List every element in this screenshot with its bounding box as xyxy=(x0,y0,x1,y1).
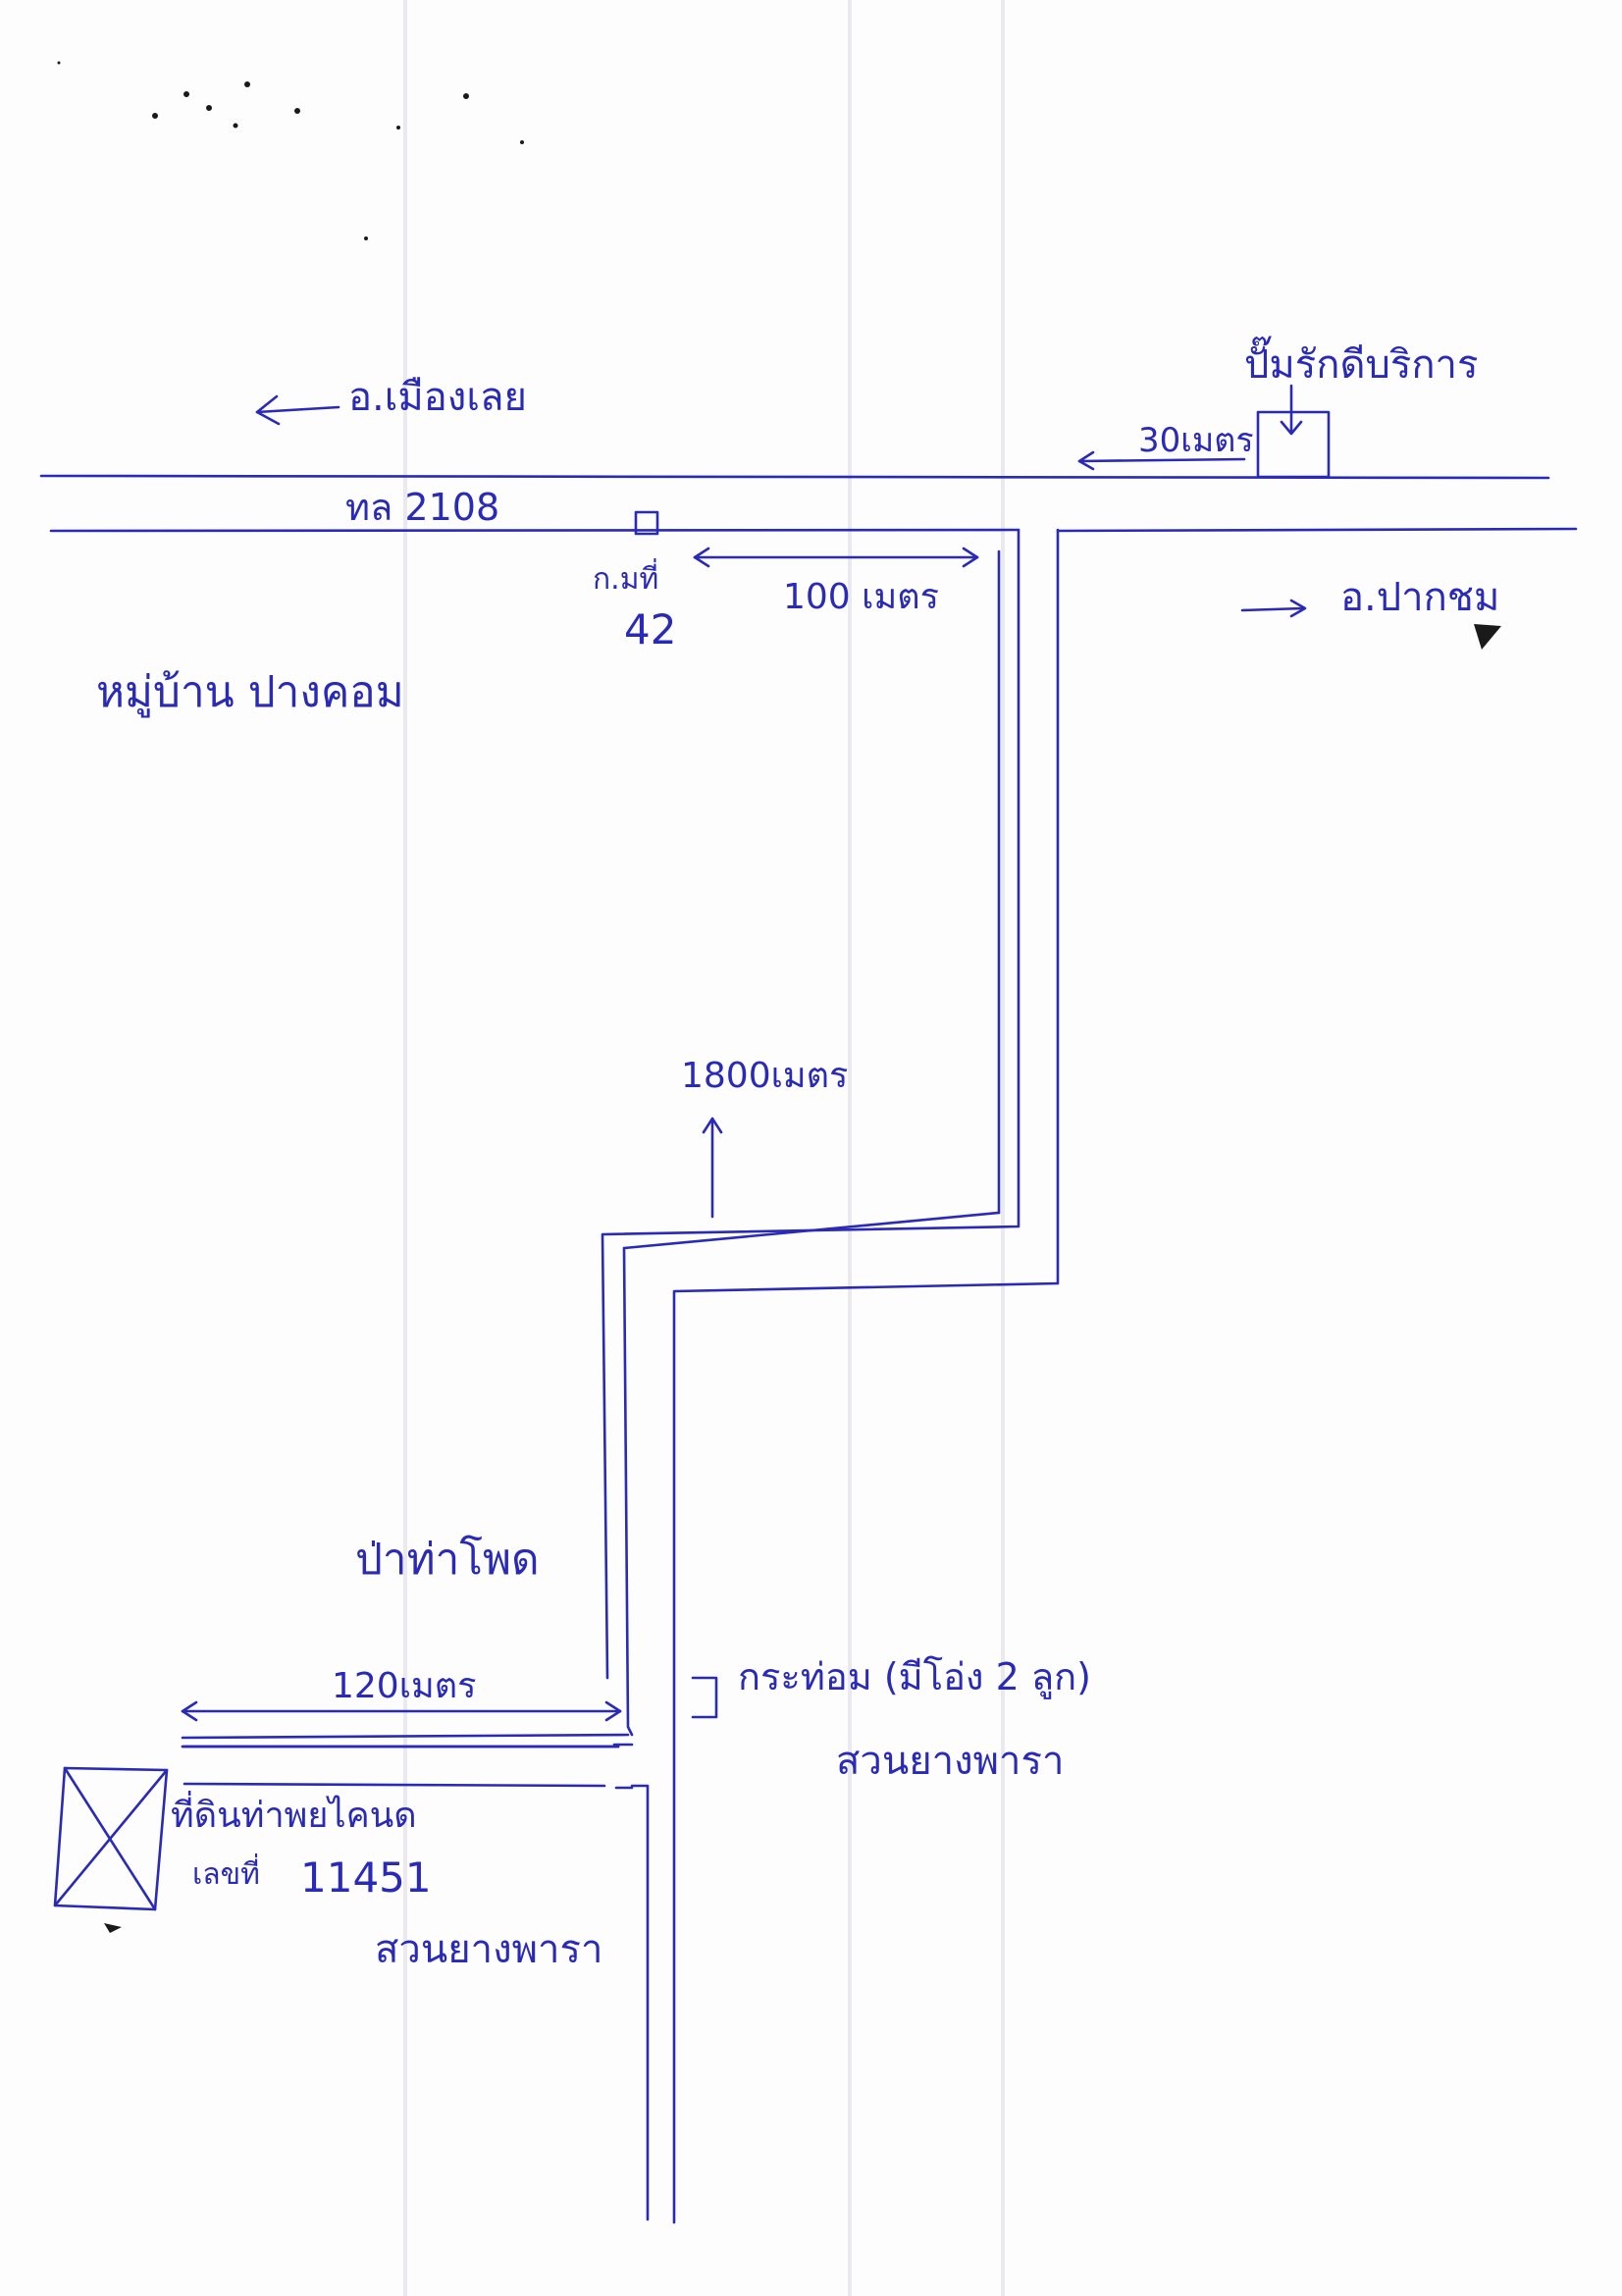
label-rubber-plantation-left: สวนยางพารา xyxy=(375,1927,602,1972)
label-distance-120m: 120เมตร xyxy=(332,1666,476,1706)
arrow-pak-chom xyxy=(1240,606,1305,612)
arrow-muang-loei xyxy=(255,405,340,414)
culvert-mark xyxy=(691,1676,718,1719)
land-plot-marker xyxy=(53,1766,169,1911)
label-to-muang-loei: อ.เมืองเลย xyxy=(348,375,527,420)
label-plot-number-prefix: เลขที่ xyxy=(192,1853,260,1892)
highway-road xyxy=(39,474,1578,533)
km-marker-box xyxy=(634,510,659,536)
side-road xyxy=(181,528,1060,2224)
label-village: หมู่บ้าน ปางคอม xyxy=(96,667,404,718)
label-plot-number: 11451 xyxy=(300,1853,432,1902)
label-land-plot: ที่ดินท่าพยไคนด xyxy=(171,1791,417,1836)
label-distance-1800m: 1800เมตร xyxy=(681,1056,848,1096)
label-km-marker: ก.มที่ xyxy=(593,558,658,597)
label-distance-100m: 100 เมตร xyxy=(783,577,939,617)
label-distance-30m: 30เมตร xyxy=(1138,421,1254,460)
ink-specks xyxy=(57,61,1501,1933)
gas-station-box xyxy=(1256,410,1331,479)
label-km-number: 42 xyxy=(624,605,676,653)
label-forest: ป่าท่าโพด xyxy=(355,1535,540,1585)
label-to-pak-chom: อ.ปากชม xyxy=(1340,575,1499,620)
label-highway: ทล 2108 xyxy=(345,486,499,529)
ink-mark xyxy=(104,1923,122,1933)
ink-blot xyxy=(1474,624,1501,650)
label-culvert: กระท่อม (มีโอ่ง 2 ลูก) xyxy=(738,1655,1091,1699)
label-rubber-plantation-right: สวนยางพารา xyxy=(836,1739,1064,1784)
plot-access-road xyxy=(181,1743,650,2221)
label-gas-station: ปั๊มรักดีบริการ xyxy=(1244,336,1478,388)
arrow-30m xyxy=(1077,457,1246,463)
